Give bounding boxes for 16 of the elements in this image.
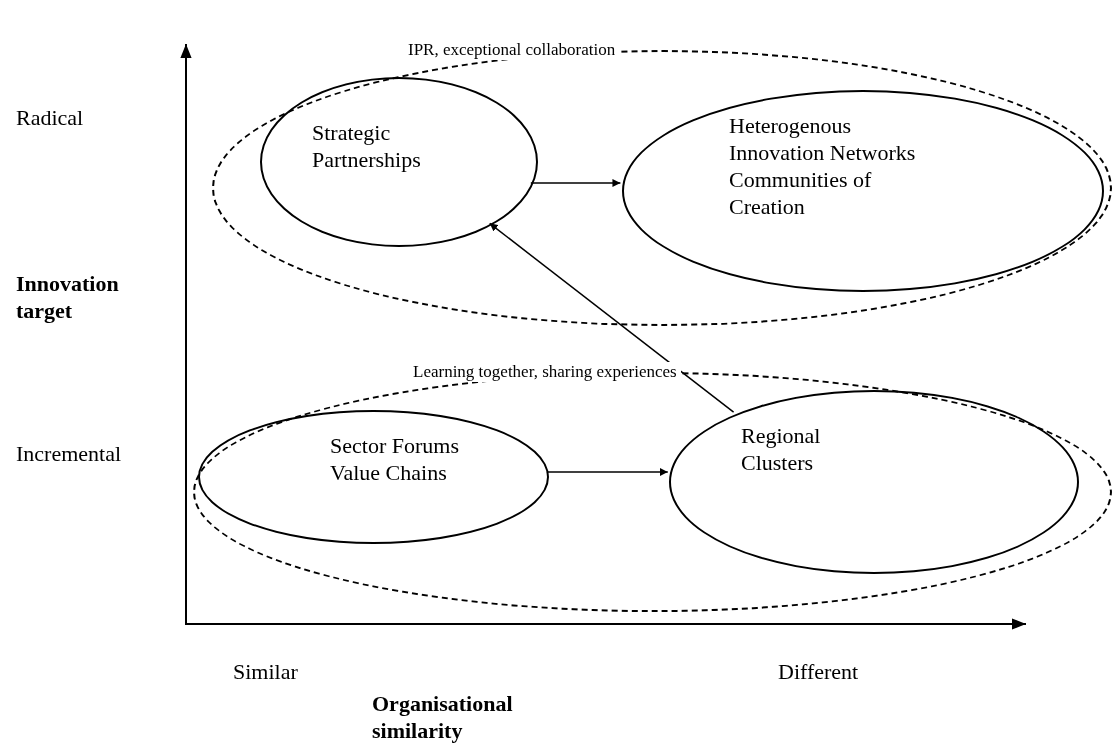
node-label: Sector Forums Value Chains (330, 432, 460, 486)
arrow (488, 222, 735, 413)
arrow (546, 468, 669, 476)
node-label: Heterogenous Innovation Networks Communities of Creation (729, 112, 917, 220)
ellipse (622, 90, 1104, 292)
axis-label: Incremental (16, 440, 122, 467)
axis-label: Different (778, 658, 859, 685)
ellipse (198, 410, 549, 544)
axis-label: Similar (233, 658, 298, 685)
axis-label: Radical (16, 104, 84, 131)
axis-title: Innovation target (16, 270, 120, 324)
ellipse (669, 390, 1079, 574)
axis-title: Organisational similarity (372, 690, 514, 744)
node-label: Strategic Partnerships (312, 119, 422, 173)
node-label: Regional Clusters (741, 422, 822, 476)
ellipse (260, 77, 538, 247)
